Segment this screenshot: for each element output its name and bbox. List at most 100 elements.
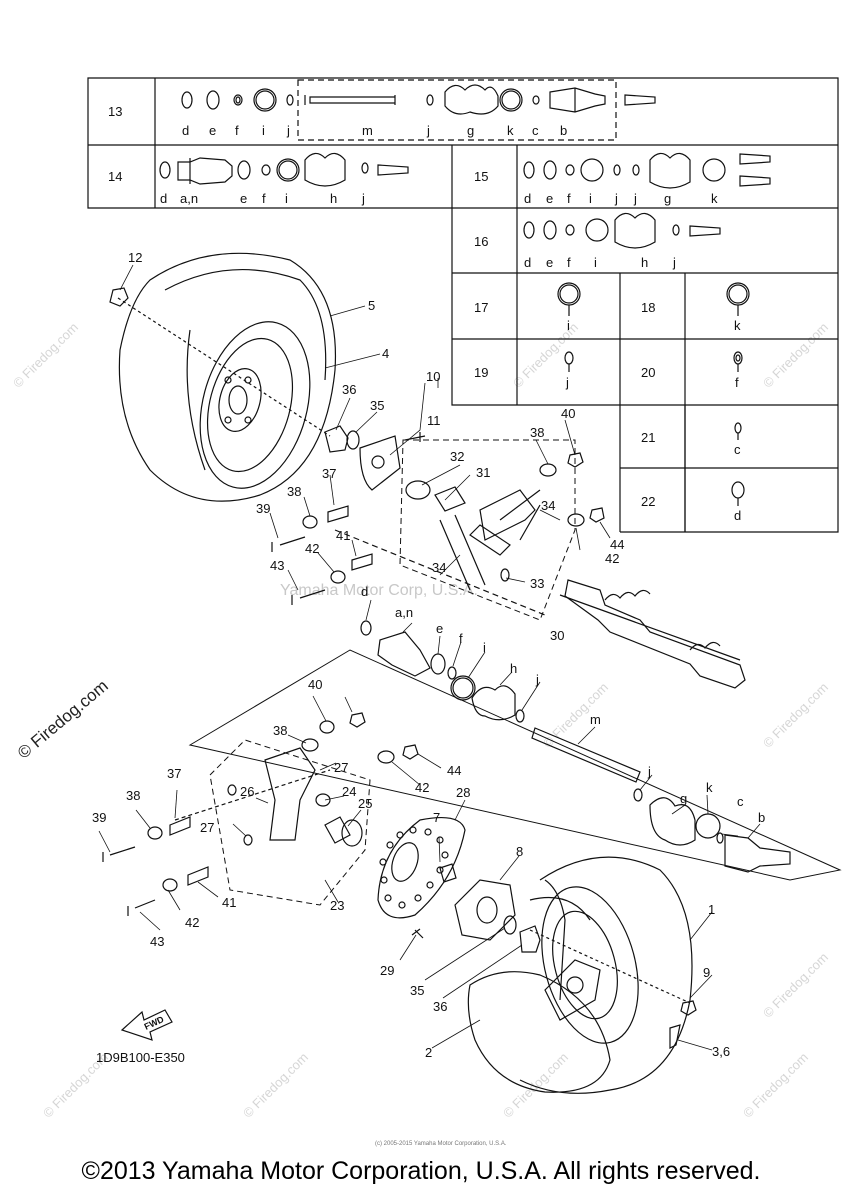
part-letter: h: [330, 191, 337, 206]
callout: 36: [342, 382, 356, 397]
part-letter: i: [594, 255, 597, 270]
row-15-parts: [523, 152, 771, 189]
table-row-numbers: 13 14 15 16 17 18 19 20 21 22: [108, 104, 655, 509]
callout: 31: [476, 465, 490, 480]
callout: 37: [167, 766, 181, 781]
row-14-parts: [159, 152, 409, 187]
nut-12: [109, 287, 129, 307]
part-letter: j: [614, 191, 618, 206]
row-18-number: 18: [641, 300, 655, 315]
callout: 44: [610, 537, 624, 552]
part-letter: d: [734, 508, 741, 523]
callout-labels: 12 5 4 36 35 10 11 40 38 32 31 34 34 33 …: [92, 250, 765, 1060]
callout: i: [483, 640, 486, 655]
part-letter: k: [734, 318, 741, 333]
callout: 12: [128, 250, 142, 265]
lower-wheel: [467, 856, 697, 1094]
part-letter: f: [567, 255, 571, 270]
callout: 34: [432, 560, 446, 575]
copyright-footer: ©2013 Yamaha Motor Corporation, U.S.A. A…: [81, 1157, 761, 1185]
callout: 33: [530, 576, 544, 591]
part-letter: f: [567, 191, 571, 206]
callout: 38: [273, 723, 287, 738]
callout: 10: [426, 369, 440, 384]
callout: 40: [561, 406, 575, 421]
part-letter: j: [361, 191, 365, 206]
part-letter: f: [235, 123, 239, 138]
callout: 3,6: [712, 1044, 730, 1059]
callout: 27: [200, 820, 214, 835]
parts-table: [87, 77, 839, 533]
callout: 42: [605, 551, 619, 566]
callout: 4: [382, 346, 389, 361]
row-17-number: 17: [474, 300, 488, 315]
callout: c: [737, 794, 744, 809]
callout: 40: [308, 677, 322, 692]
row-19-number: 19: [474, 365, 488, 380]
hub-8: [439, 863, 541, 953]
upper-hub-parts: [271, 425, 605, 621]
row-21-number: 21: [641, 430, 655, 445]
callout: a,n: [395, 605, 413, 620]
part-letter: e: [209, 123, 216, 138]
cv-parts-mid: [360, 620, 791, 873]
part-letter: e: [240, 191, 247, 206]
callout: j: [647, 764, 651, 779]
part-letter: j: [426, 123, 430, 138]
callout: 42: [415, 780, 429, 795]
callout: b: [758, 810, 765, 825]
callout: 24: [342, 784, 356, 799]
callout: 41: [336, 528, 350, 543]
part-letter: a,n: [180, 191, 198, 206]
explode-frame: [188, 649, 842, 881]
callout: 39: [256, 501, 270, 516]
callout: 38: [126, 788, 140, 803]
callout: f: [459, 631, 463, 646]
part-letter: j: [565, 375, 569, 390]
callout: 7: [433, 810, 440, 825]
callout: h: [510, 661, 517, 676]
part-letter: e: [546, 255, 553, 270]
part-letter: d: [524, 255, 531, 270]
callout: 39: [92, 810, 106, 825]
callout: 27: [334, 760, 348, 775]
callout: 8: [516, 844, 523, 859]
row-13-number: 13: [108, 104, 122, 119]
part-letter: f: [735, 375, 739, 390]
row-14-number: 14: [108, 169, 122, 184]
upper-wheel: [118, 252, 337, 502]
part-letter: i: [285, 191, 288, 206]
part-letter: j: [633, 191, 637, 206]
part-letter: j: [672, 255, 676, 270]
row-15-letters: d e f i j j g k: [524, 191, 718, 206]
callout: k: [706, 780, 713, 795]
callout: 37: [322, 466, 336, 481]
row-20-number: 20: [641, 365, 655, 380]
callout: 29: [380, 963, 394, 978]
small-copyright: (c) 2005-2015 Yamaha Motor Corporation, …: [375, 1141, 507, 1147]
callout: 35: [370, 398, 384, 413]
callout: 23: [330, 898, 344, 913]
callout: 43: [270, 558, 284, 573]
part-letter: e: [546, 191, 553, 206]
part-letter: i: [589, 191, 592, 206]
catalog-code: 1D9B100-E350: [96, 1050, 185, 1065]
part-letter: h: [641, 255, 648, 270]
callout: j: [535, 672, 539, 687]
part-letter: g: [467, 123, 474, 138]
axle-leader: [117, 297, 331, 437]
part-letter: f: [262, 191, 266, 206]
callout: 38: [530, 425, 544, 440]
part-letter: d: [524, 191, 531, 206]
callout: 1: [708, 902, 715, 917]
part-letter: d: [160, 191, 167, 206]
row-14-letters: d a,n e f i h j: [160, 191, 365, 206]
part-letter: b: [560, 123, 567, 138]
upper-driveshaft: [559, 579, 746, 689]
callout: 25: [358, 796, 372, 811]
part-letter: c: [532, 123, 539, 138]
callout: 34: [541, 498, 555, 513]
part-letter: i: [567, 318, 570, 333]
callout: 36: [433, 999, 447, 1014]
part-letter: m: [362, 123, 373, 138]
